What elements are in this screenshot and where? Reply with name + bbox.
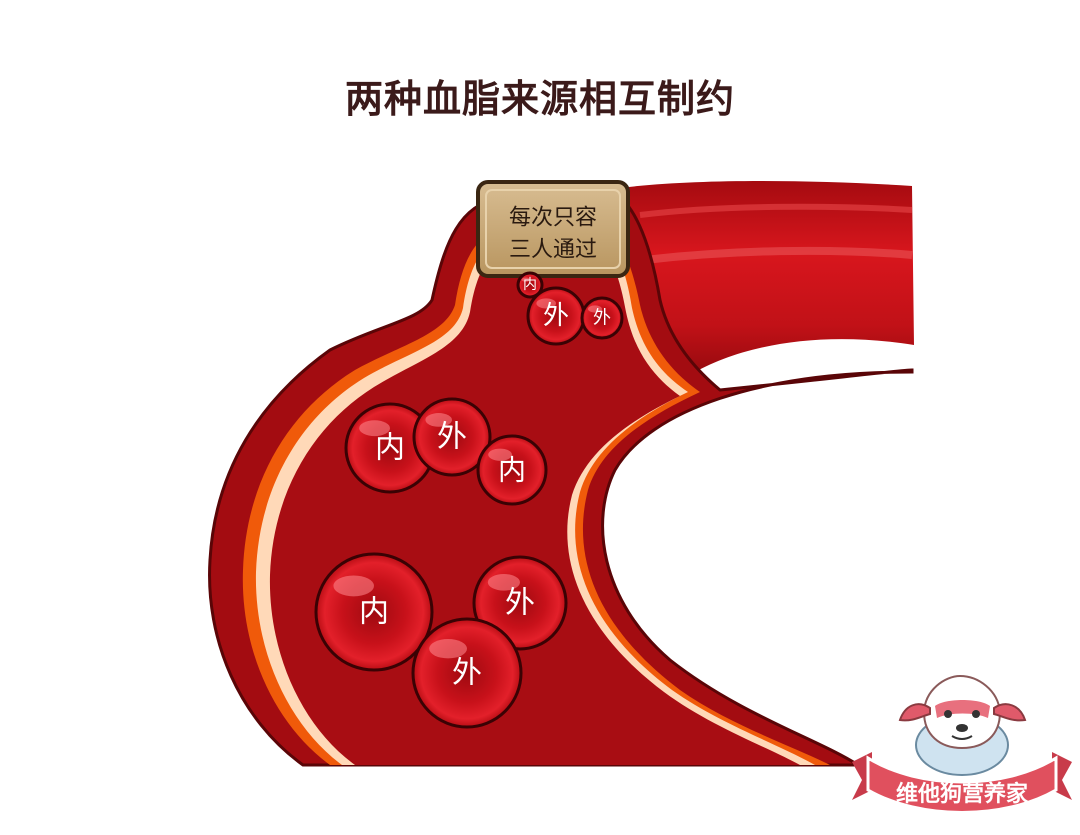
blood-cell-3: 外 bbox=[580, 296, 624, 340]
blood-cell-highlight bbox=[429, 638, 467, 659]
blood-cell-highlight bbox=[521, 277, 530, 282]
blood-cell-label: 外 bbox=[593, 308, 611, 329]
blood-cell-9: 外 bbox=[411, 617, 523, 729]
blood-cell-7: 内 bbox=[314, 552, 434, 672]
vessel-tube-right bbox=[620, 181, 914, 388]
blood-cell-highlight bbox=[488, 448, 512, 461]
blood-cell-6: 内 bbox=[476, 434, 548, 506]
blood-cell-label: 外 bbox=[452, 656, 482, 691]
watermark-text: 维他狗营养家 bbox=[896, 781, 1029, 807]
blood-cell-label: 外 bbox=[505, 586, 535, 621]
blood-cell-highlight bbox=[588, 305, 602, 313]
blood-cell-5: 外 bbox=[412, 397, 492, 477]
vessel-tube-stripe-1 bbox=[639, 203, 913, 218]
blood-cells: 内外外内外内内外外 bbox=[314, 271, 624, 729]
blood-cell-highlight bbox=[487, 574, 520, 591]
ribbon-banner-icon: 维他狗营养家 bbox=[852, 752, 1072, 814]
blood-cell-highlight bbox=[359, 420, 390, 437]
sign-line-1: 每次只容 bbox=[509, 206, 597, 231]
blood-cell-8: 外 bbox=[472, 555, 568, 651]
vessel-tube-stripe-2 bbox=[644, 246, 913, 264]
watermark-logo: 维他狗营养家 bbox=[852, 674, 1072, 814]
capacity-sign: 每次只容 三人通过 bbox=[476, 180, 630, 278]
blood-cell-label: 外 bbox=[543, 301, 569, 331]
blood-cell-highlight bbox=[536, 298, 556, 309]
dog-mascot-icon bbox=[898, 674, 1027, 776]
blood-cell-label: 内 bbox=[375, 431, 405, 466]
blood-cell-2: 外 bbox=[526, 286, 586, 346]
diagram-title: 两种血脂来源相互制约 bbox=[344, 77, 735, 121]
blood-cell-highlight bbox=[425, 413, 453, 427]
blood-cell-4: 内 bbox=[344, 402, 436, 494]
blood-cell-highlight bbox=[333, 575, 375, 597]
blood-cell-label: 内 bbox=[359, 595, 389, 630]
blood-cell-1: 内 bbox=[516, 271, 544, 299]
sign-line-2: 三人通过 bbox=[509, 238, 597, 263]
blood-cell-label: 内 bbox=[523, 277, 537, 293]
blood-cell-label: 外 bbox=[437, 420, 467, 455]
blood-cell-label: 内 bbox=[498, 454, 526, 487]
